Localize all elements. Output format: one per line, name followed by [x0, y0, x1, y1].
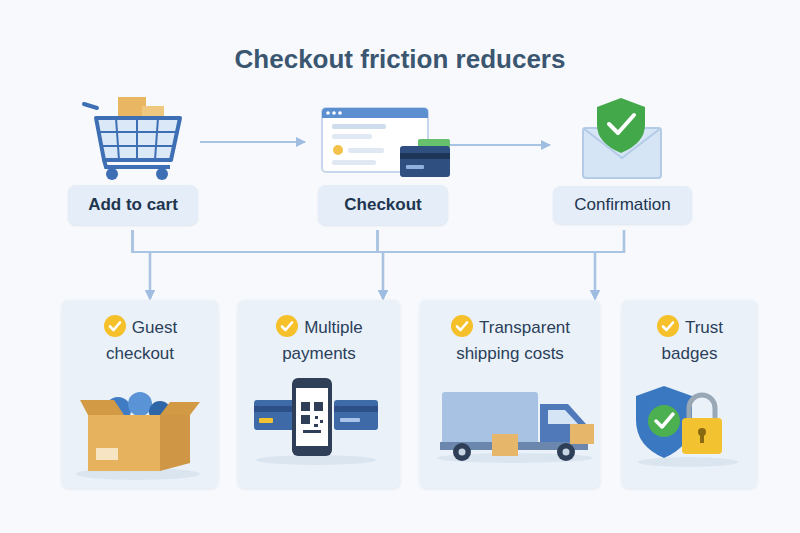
- check-icon: [450, 314, 474, 338]
- flow-connector: [378, 230, 596, 299]
- step-label: Confirmation: [574, 195, 670, 215]
- flow-connector: [133, 230, 384, 299]
- card-heading: Multiple payments: [257, 314, 381, 367]
- card-title: Transparent shipping costs: [456, 318, 570, 363]
- card-heading: Transparent shipping costs: [435, 314, 585, 367]
- step-label-box: Checkout: [318, 185, 448, 225]
- flow-connector: [150, 230, 624, 299]
- flow-connector: [133, 230, 596, 299]
- check-icon: [103, 314, 127, 338]
- feature-card: Guest checkout: [62, 300, 218, 488]
- cart-icon: [84, 97, 180, 180]
- step-node: Add to cart: [65, 92, 200, 230]
- step-label-box: Add to cart: [68, 185, 198, 225]
- step-node: Confirmation: [550, 95, 698, 230]
- check-icon: [275, 314, 299, 338]
- flow-connector: [595, 230, 624, 299]
- step-label: Checkout: [344, 195, 421, 215]
- card-heading: Guest checkout: [84, 314, 196, 367]
- flow-connector: [378, 230, 384, 299]
- envelope-icon: [583, 98, 661, 178]
- step-label-box: Confirmation: [553, 186, 692, 224]
- step-node: Checkout: [305, 95, 450, 230]
- flow-connector: [133, 230, 151, 299]
- card-heading: Trust badges: [642, 314, 738, 367]
- diagram-title: Checkout friction reducers: [0, 44, 800, 75]
- checkout-window-icon: [322, 108, 450, 177]
- flow-connector: [383, 230, 624, 299]
- flow-connector: [450, 144, 550, 146]
- flow-connector: [150, 230, 378, 299]
- feature-card: Multiple payments: [238, 300, 400, 488]
- feature-card: Transparent shipping costs: [420, 300, 600, 488]
- step-label: Add to cart: [88, 195, 178, 215]
- check-icon: [656, 314, 680, 338]
- feature-card: Trust badges: [622, 300, 757, 488]
- flow-connector: [200, 141, 305, 143]
